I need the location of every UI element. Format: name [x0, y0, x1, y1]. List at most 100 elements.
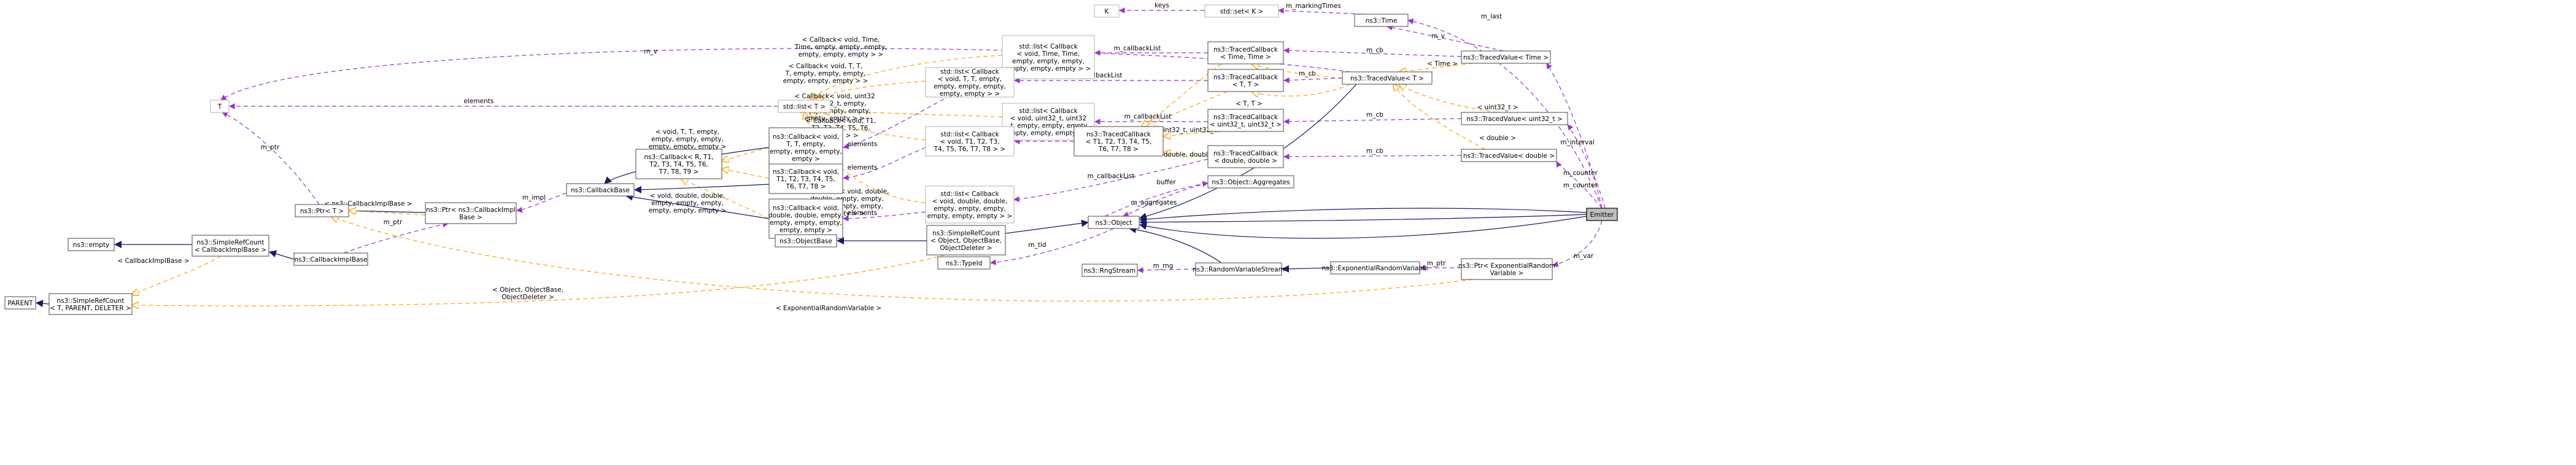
class-name-line: ns3::SimpleRefCount: [197, 239, 265, 246]
edge-label-dd-tmpl: < double, double >: [1156, 151, 1220, 158]
edge-label-line: m_last: [1481, 13, 1502, 20]
class-name-line: empty, empty, empty,: [934, 205, 1006, 213]
class-node-erv[interactable]: ns3::ExponentialRandomVariable: [1322, 261, 1429, 275]
edges-layer: [36, 7, 1606, 306]
class-node-rngstream[interactable]: ns3::RngStream: [1081, 264, 1138, 277]
class-name-line: ns3::TracedCallback: [1086, 131, 1151, 138]
edge-label-line: m_callbackList: [1088, 173, 1135, 180]
class-node-cb-R[interactable]: ns3::Callback< R, T1,T2, T3, T4, T5, T6,…: [635, 149, 722, 179]
class-name-line: ns3::CallbackBase: [571, 187, 630, 194]
class-node-list-T[interactable]: std::list< T >: [778, 100, 831, 113]
class-name-line: < T, T >: [1232, 81, 1259, 88]
class-node-list-TT[interactable]: std::list< Callback< void, T, T, empty,e…: [925, 67, 1015, 98]
class-name-line: PARENT: [7, 300, 33, 307]
class-node-cb-void-dd[interactable]: ns3::Callback< void,double, double, empt…: [768, 198, 843, 239]
edge-emitter-to-ptr_erv: [1552, 220, 1603, 267]
class-node-object[interactable]: ns3::Object: [1088, 216, 1140, 229]
class-box: [1207, 175, 1294, 189]
class-node-tcb-time[interactable]: ns3::TracedCallback< Time, Time >: [1207, 41, 1284, 64]
class-node-time[interactable]: ns3::Time: [1354, 14, 1409, 27]
edge-cb_void_dd-to-cb_R: [681, 179, 770, 219]
edge-label-line: m_callbackList: [1124, 113, 1172, 120]
class-node-tv-u32[interactable]: ns3::TracedValue< uint32_t >: [1461, 112, 1568, 125]
class-name-line: std::list< Callback: [940, 68, 999, 76]
edge-rvs-to-rngstream: [1137, 267, 1196, 273]
class-box: [926, 225, 1006, 256]
class-name-line: < uint32_t, uint32_t >: [1210, 121, 1282, 128]
class-name-line: std::list< Callback: [940, 190, 999, 198]
edge-label-line: empty, empty, empty >: [649, 143, 727, 150]
class-name-line: ns3::Object::Aggregates: [1212, 179, 1290, 186]
edge-label-line: empty, empty > >: [805, 115, 865, 122]
class-name-line: K: [1105, 8, 1110, 15]
class-name-line: empty >: [792, 155, 820, 163]
class-node-list-u32[interactable]: std::list< Callback< void, uint32_t, uin…: [1002, 103, 1095, 141]
class-node-ptr-T[interactable]: ns3::Ptr< T >: [295, 204, 349, 217]
class-node-tv-T[interactable]: ns3::TracedValue< T >: [1342, 71, 1433, 85]
class-node-cbimplbase[interactable]: ns3::CallbackImplBase: [293, 252, 368, 266]
class-node-tcb-u32[interactable]: ns3::TracedCallback< uint32_t, uint32_t …: [1207, 109, 1284, 132]
class-node-list-T1T8[interactable]: std::list< Callback< void, T1, T2, T3,T4…: [925, 126, 1015, 157]
class-box: [1330, 261, 1420, 275]
class-node-rvs[interactable]: ns3::RandomVariableStream: [1193, 262, 1285, 276]
class-name-line: T6, T7, T8 >: [786, 183, 826, 190]
class-name-line: empty, empty, empty,: [770, 148, 842, 155]
edge-tv_u32-to-tv_T: [1399, 84, 1498, 113]
edge-label-double-tmpl: < double >: [1479, 135, 1516, 142]
class-node-cb-void-T1T8[interactable]: ns3::Callback< void,T1, T2, T3, T4, T5,T…: [768, 163, 843, 194]
edge-label-line: < CallbackImplBase >: [117, 257, 189, 265]
class-node-sref-tpd[interactable]: ns3::SimpleRefCount< T, PARENT, DELETER …: [48, 293, 133, 315]
edge-callbackbase-to-ptr_cbimpl: [516, 192, 567, 213]
class-node-sref-cbimpl[interactable]: ns3::SimpleRefCount< CallbackImplBase >: [191, 235, 269, 257]
class-node-cb-void-TT[interactable]: ns3::Callback< void,T, T, empty,empty, e…: [768, 127, 843, 168]
class-node-T[interactable]: T: [210, 100, 230, 113]
class-name-line: empty, empty, empty,: [934, 83, 1006, 90]
class-node-tcb-T1T8[interactable]: ns3::TracedCallback< T1, T2, T3, T4, T5,…: [1073, 126, 1164, 157]
class-node-list-tt[interactable]: std::list< Callback< void, Time, Time,em…: [1002, 35, 1095, 79]
class-node-typeid[interactable]: ns3::TypeId: [937, 256, 991, 270]
edge-label-line: elements: [848, 164, 878, 171]
class-box: [1204, 4, 1279, 18]
class-node-tcb-TT[interactable]: ns3::TracedCallback< T, T >: [1207, 69, 1284, 92]
class-node-empty[interactable]: ns3::empty: [68, 238, 115, 251]
class-node-list-dd[interactable]: std::list< Callback< void, double, doubl…: [925, 186, 1015, 224]
class-name: ns3::TracedValue< double >: [1463, 152, 1555, 160]
edge-label-line: < double >: [1479, 135, 1516, 142]
class-name: ns3::CallbackBase: [571, 187, 630, 194]
class-name: ns3::Object::Aggregates: [1212, 179, 1290, 186]
class-name-line: empty, empty, empty,: [1012, 58, 1085, 65]
class-box: [191, 235, 269, 257]
class-node-tcb-dd[interactable]: ns3::TracedCallback< double, double >: [1207, 145, 1284, 168]
edge-label-m-markingTimes: m_markingTimes: [1286, 2, 1341, 10]
class-name: ns3::TracedValue< uint32_t >: [1466, 115, 1563, 123]
class-node-stdset[interactable]: std::set< K >: [1204, 4, 1279, 18]
class-node-objectbase[interactable]: ns3::ObjectBase: [775, 234, 837, 248]
class-box: [1461, 258, 1553, 280]
edge-label-line: elements: [848, 209, 878, 217]
class-name: ns3::TracedCallback< double, double >: [1213, 150, 1278, 165]
class-node-sref-obj[interactable]: ns3::SimpleRefCount< Object, ObjectBase,…: [926, 225, 1006, 256]
edge-label-m-cb-T: m_cb: [1299, 70, 1316, 77]
edge-list_tt-to-cb_void_TT: [843, 67, 1003, 149]
edge-label-u32-tmpl: < uint32_t >: [1477, 104, 1518, 111]
class-name-line: T, T, empty,: [786, 141, 825, 148]
class-node-callbackbase[interactable]: ns3::CallbackBase: [566, 183, 635, 197]
class-name-line: ns3::TypeId: [946, 260, 983, 267]
class-box: [635, 149, 722, 179]
class-node-emitter[interactable]: Emitter: [1586, 208, 1618, 221]
edge-label-line: empty, empty, empty > >: [783, 77, 868, 85]
class-node-tv-time[interactable]: ns3::TracedValue< Time >: [1461, 50, 1551, 64]
class-node-parent[interactable]: PARENT: [4, 296, 36, 310]
edge-aggregates-to-object: [1123, 182, 1209, 217]
class-box: [293, 252, 368, 266]
class-name: ns3::TypeId: [946, 260, 983, 267]
edge-label-line: m_ptr: [384, 219, 403, 226]
class-node-aggregates[interactable]: ns3::Object::Aggregates: [1207, 175, 1294, 189]
class-node-tv-double[interactable]: ns3::TracedValue< double >: [1461, 149, 1557, 162]
class-name-line: std::list< Callback: [940, 131, 999, 138]
class-box: [1461, 50, 1551, 64]
class-node-K[interactable]: K: [1094, 4, 1120, 18]
